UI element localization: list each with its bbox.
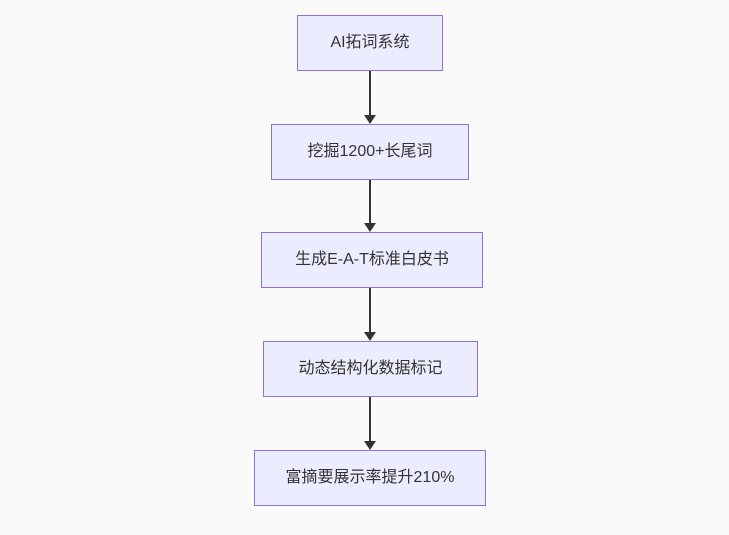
flow-node-label: 挖掘1200+长尾词 — [307, 143, 433, 161]
arrow-line — [369, 397, 371, 441]
arrow-line — [369, 71, 371, 115]
flow-arrow-2 — [363, 180, 377, 232]
arrow-head-icon — [364, 223, 376, 232]
flow-node-label: 富摘要展示率提升210% — [285, 469, 455, 487]
flow-arrow-1 — [363, 71, 377, 124]
arrow-line — [369, 180, 371, 223]
flow-arrow-3 — [363, 288, 377, 341]
arrow-line — [369, 288, 371, 332]
flow-node-label: 生成E-A-T标准白皮书 — [295, 251, 449, 269]
flow-node-structured-data-markup: 动态结构化数据标记 — [263, 341, 478, 397]
flow-arrow-4 — [363, 397, 377, 450]
flow-node-eat-whitepaper: 生成E-A-T标准白皮书 — [261, 232, 483, 288]
arrow-head-icon — [364, 441, 376, 450]
flow-node-ai-keyword-system: AI拓词系统 — [297, 15, 443, 71]
arrow-head-icon — [364, 115, 376, 124]
flow-node-rich-snippet-result: 富摘要展示率提升210% — [254, 450, 486, 506]
flow-node-longtail-mining: 挖掘1200+长尾词 — [271, 124, 469, 180]
flow-node-label: 动态结构化数据标记 — [298, 360, 443, 378]
arrow-head-icon — [364, 332, 376, 341]
flow-node-label: AI拓词系统 — [330, 34, 410, 52]
